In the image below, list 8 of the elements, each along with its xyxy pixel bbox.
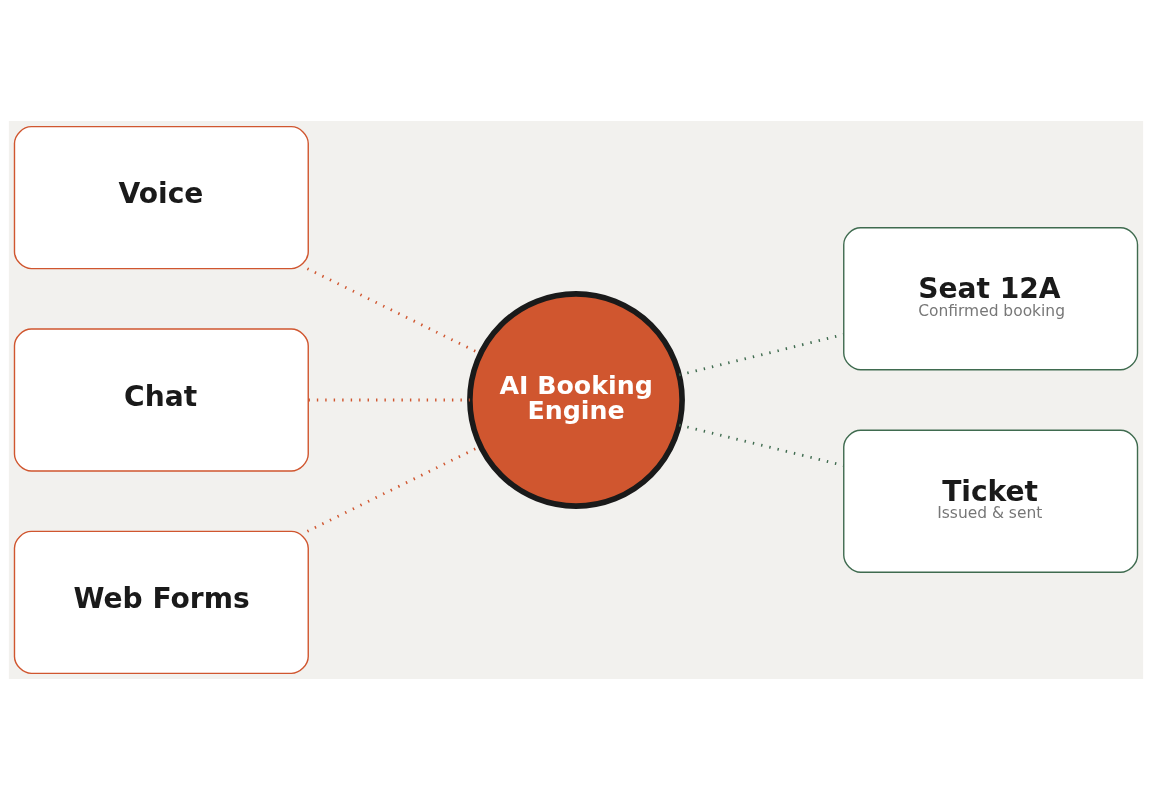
node-box: Voice bbox=[13, 125, 309, 270]
node-box: Ticket Issued & sent bbox=[843, 429, 1139, 573]
connector bbox=[678, 423, 844, 467]
node-circle: AI Booking Engine bbox=[467, 291, 685, 509]
node-box: Chat bbox=[13, 328, 309, 472]
node-box: Web Forms bbox=[13, 530, 309, 675]
node-box: Seat 12A Confirmed booking bbox=[843, 227, 1139, 371]
connector bbox=[678, 333, 844, 377]
